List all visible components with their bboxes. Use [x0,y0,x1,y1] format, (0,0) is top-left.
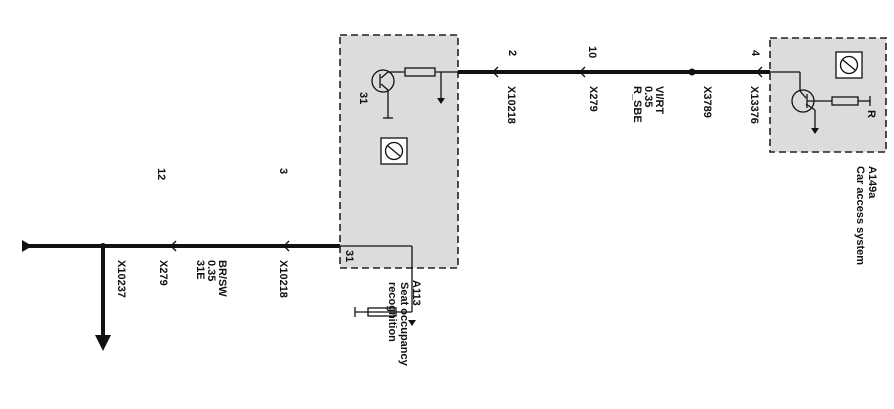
connector-x279-right-mark [579,66,586,78]
wire-name-r-sbe: R_SBE [631,86,643,123]
a113-transistor [371,69,405,119]
module-a113: 31 31 A113 Seat occupancy recognition [339,34,459,367]
connector-x13376-mark [756,66,763,78]
module-a113-name-line2: recognition [386,282,398,342]
pin-label-3: 3 [277,168,289,174]
pin-label-4: 4 [749,50,761,57]
connector-x10218-mark [283,240,290,252]
connector-label-x279: X279 [157,260,169,286]
wire-size-right: 0.35 [642,86,654,107]
connector-x279-mark [170,240,177,252]
a113-ground-label-bottom: 31 [343,250,355,262]
splice-label-x3789: X3789 [701,86,713,118]
a149a-sensor-icon [835,51,863,79]
a113-ground-label-top: 31 [357,92,369,104]
connector-label-x10218-left: X10218 [277,260,289,298]
connector-label-x10237: X10237 [115,260,127,298]
module-a113-id: A113 [410,280,422,306]
wire-name-31e: 31E [194,260,206,280]
ground-arrow-icon [95,335,111,351]
module-a149a-id: A149a [866,166,878,199]
module-a149a: R A149a Car access system [769,37,887,265]
wire-color-left: BR/SW [216,260,228,297]
left-wire-end-arrow-icon [22,240,32,252]
a113-arrow-icon [437,98,445,104]
pin-label-12: 12 [155,168,167,180]
a149a-transistor [791,89,832,134]
connector-label-x13376: X13376 [748,86,760,124]
a113-resistor-bottom [367,307,397,317]
connector-label-x10218-right: X10218 [505,86,517,124]
wire-size-left: 0.35 [205,260,217,281]
a149a-resistor-label: R [865,110,877,118]
module-a149a-name: Car access system [854,166,866,265]
connector-label-x279-right: X279 [587,86,599,112]
module-a113-name-line1: Seat occupancy [398,282,410,367]
splice-x3789-dot [688,68,696,76]
connector-x10218-right-mark [492,66,499,78]
module-a149a-box [769,37,887,153]
left-wire-run: X10237 12 X279 31E 0.35 BR/SW 3 X10218 [22,168,340,351]
wire-color-right: VI/RT [653,86,665,114]
a113-sensor-icon [380,137,408,165]
a113-bottom-arrow-icon [408,320,416,326]
right-wire-run: 2 X10218 10 X279 R_SBE 0.35 VI/RT X3789 … [458,46,770,124]
pin-label-2: 2 [506,50,518,56]
pin-label-10: 10 [586,46,598,58]
a149a-arrow-icon [811,128,819,134]
